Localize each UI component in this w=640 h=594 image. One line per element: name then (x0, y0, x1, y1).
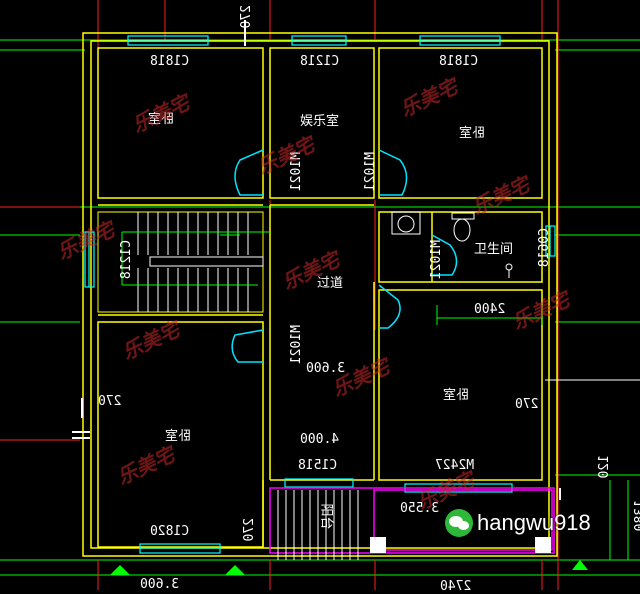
bathroom-fixtures (391, 211, 513, 278)
dimension-bottom-3600: 3.600 (140, 577, 180, 592)
dimension-120: 120 (597, 455, 612, 479)
room-label-bedroom-ne: 卧室 (459, 126, 486, 141)
door-label-bath: M1021 (429, 240, 444, 280)
room-label-bedroom-se: 卧室 (443, 388, 470, 403)
window-label-ne: C1818 (439, 54, 479, 69)
level-4000: 4.000 (300, 432, 340, 447)
dimension-270-bottom: 270 (242, 518, 257, 542)
dimension-270-top: 270 (239, 5, 254, 29)
wechat-icon (445, 509, 473, 537)
room-label-balcony: 阳台 (318, 503, 334, 530)
walls (82, 32, 558, 557)
contact-badge: hangwu918 (445, 508, 591, 538)
room-label-corridor: 过道 (317, 276, 344, 291)
window-label-sw: C1820 (150, 524, 190, 539)
window-label-stair: C1218 (119, 240, 134, 280)
axis-lines-green (0, 39, 640, 576)
room-label-bedroom-sw: 卧室 (165, 429, 192, 444)
dimension-1380: 1380 (633, 500, 640, 532)
doors (231, 149, 458, 363)
edge-ticks (72, 20, 561, 500)
window-label-n-mid: C1218 (300, 54, 340, 69)
room-label-bathroom: 卫生间 (474, 242, 514, 257)
dimension-270-right: 270 (515, 397, 539, 412)
dimension-2400: 2400 (474, 302, 506, 317)
balcony (269, 487, 555, 560)
room-label-entertainment: 娱乐室 (300, 114, 340, 129)
dimension-bottom-2740: 2740 (440, 579, 472, 594)
staircase (97, 211, 270, 313)
door-label-ne: M1021 (363, 152, 378, 192)
door-label-sw: M1021 (289, 325, 304, 365)
dimension-270-left: 270 (98, 394, 122, 409)
window-label-s-mid: C1518 (298, 458, 338, 473)
dimension-lines (220, 234, 640, 560)
markers (110, 560, 588, 575)
window-label-bath: C0618 (537, 228, 552, 268)
window-label-nw: C1818 (150, 54, 190, 69)
contact-id: hangwu918 (477, 510, 591, 535)
